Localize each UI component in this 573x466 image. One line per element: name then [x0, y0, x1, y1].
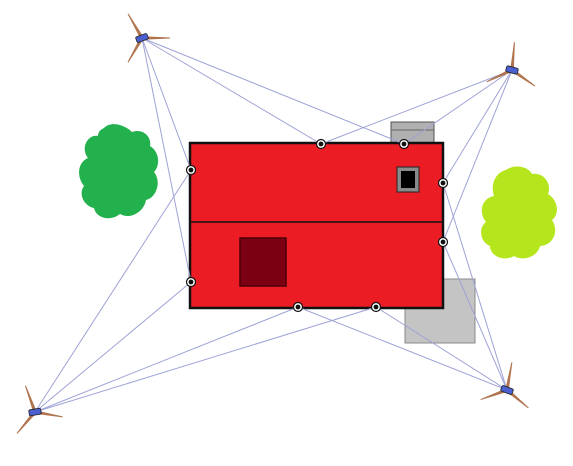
cable-line	[141, 37, 192, 283]
anchor-point-icon	[437, 236, 449, 248]
anchor-point-icon	[185, 164, 197, 176]
anchor-point-icon	[292, 301, 304, 313]
wind-turbine-icon	[486, 42, 536, 87]
wind-turbines	[16, 13, 536, 434]
cable-line	[442, 69, 513, 243]
cables	[34, 37, 513, 413]
anchor-point-icon	[315, 138, 327, 150]
anchor-point-icon	[185, 276, 197, 288]
anchor-points	[185, 138, 449, 313]
cable-line	[141, 37, 322, 145]
skylight	[239, 237, 287, 287]
cable-line	[297, 306, 508, 391]
tree-dark-green	[79, 124, 159, 219]
anchor-point-icon	[398, 138, 410, 150]
wind-turbine-icon	[480, 362, 529, 409]
roof-window-pane	[401, 171, 415, 188]
cable-line	[403, 69, 513, 145]
wind-turbine-icon	[16, 385, 63, 434]
cable-line	[34, 169, 192, 413]
cable-line	[320, 69, 513, 145]
cable-line	[442, 69, 513, 184]
cable-line	[375, 306, 508, 391]
wind-turbine-icon	[127, 13, 170, 63]
cable-line	[141, 37, 192, 171]
cable-line	[442, 182, 508, 391]
anchor-point-icon	[437, 177, 449, 189]
cable-line	[34, 306, 299, 413]
cable-line	[442, 241, 508, 391]
cable-line	[141, 37, 405, 145]
anchor-point-icon	[370, 301, 382, 313]
cable-line	[34, 281, 192, 413]
tree-light-green	[481, 166, 557, 259]
cable-line	[34, 306, 377, 413]
